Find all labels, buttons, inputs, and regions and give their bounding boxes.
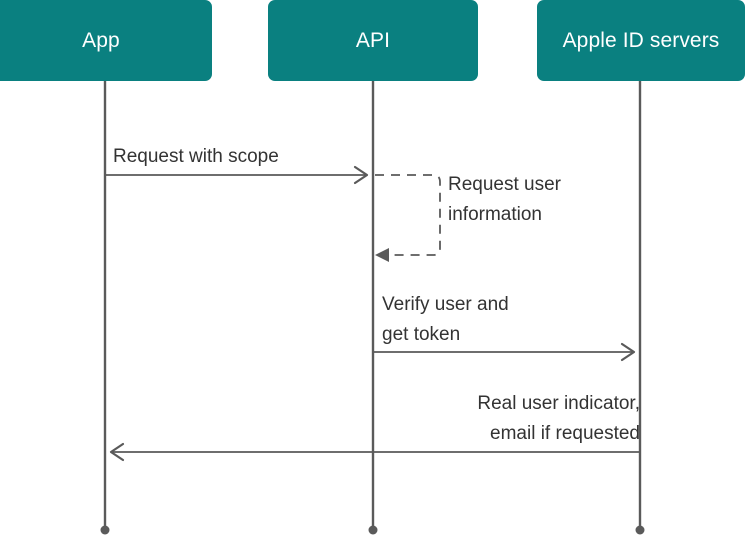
participant-label-app: App (82, 28, 120, 52)
lifeline-api (368, 81, 378, 535)
message-arrow-verify-user-and-get-token (373, 342, 636, 362)
message-label-request-user-information: Request user information (448, 174, 562, 225)
message-label-request-with-scope: Request with scope (113, 146, 279, 167)
message-label-verify-user-and-get-token: Verify user and get token (382, 294, 509, 345)
lifeline-terminator-dot-apple-id-servers (635, 525, 645, 535)
arrowhead-icon-verify-user-and-get-token (620, 342, 636, 362)
lifeline-terminator-dot-app (100, 525, 110, 535)
participant-label-api: API (355, 28, 391, 52)
lifeline-app (100, 81, 110, 535)
message-arrow-request-with-scope (105, 165, 369, 185)
lifeline-terminator-dot-api (368, 525, 378, 535)
message-arrow-request-user-information (375, 174, 441, 262)
participant-box-api[interactable]: API (268, 0, 478, 81)
participant-box-apple-id-servers[interactable]: Apple ID servers (537, 0, 745, 81)
arrowhead-icon-request-with-scope (353, 165, 369, 185)
participant-label-apple-id-servers: Apple ID servers (562, 28, 720, 52)
arrowhead-icon-request-user-information (375, 248, 389, 262)
participant-box-app[interactable]: App (0, 0, 212, 81)
message-label-real-user-indicator: Real user indicator, email if requested (477, 393, 640, 444)
message-arrow-real-user-indicator (109, 442, 640, 462)
arrowhead-icon-real-user-indicator (109, 442, 125, 462)
lifeline-apple-id-servers (635, 81, 645, 535)
